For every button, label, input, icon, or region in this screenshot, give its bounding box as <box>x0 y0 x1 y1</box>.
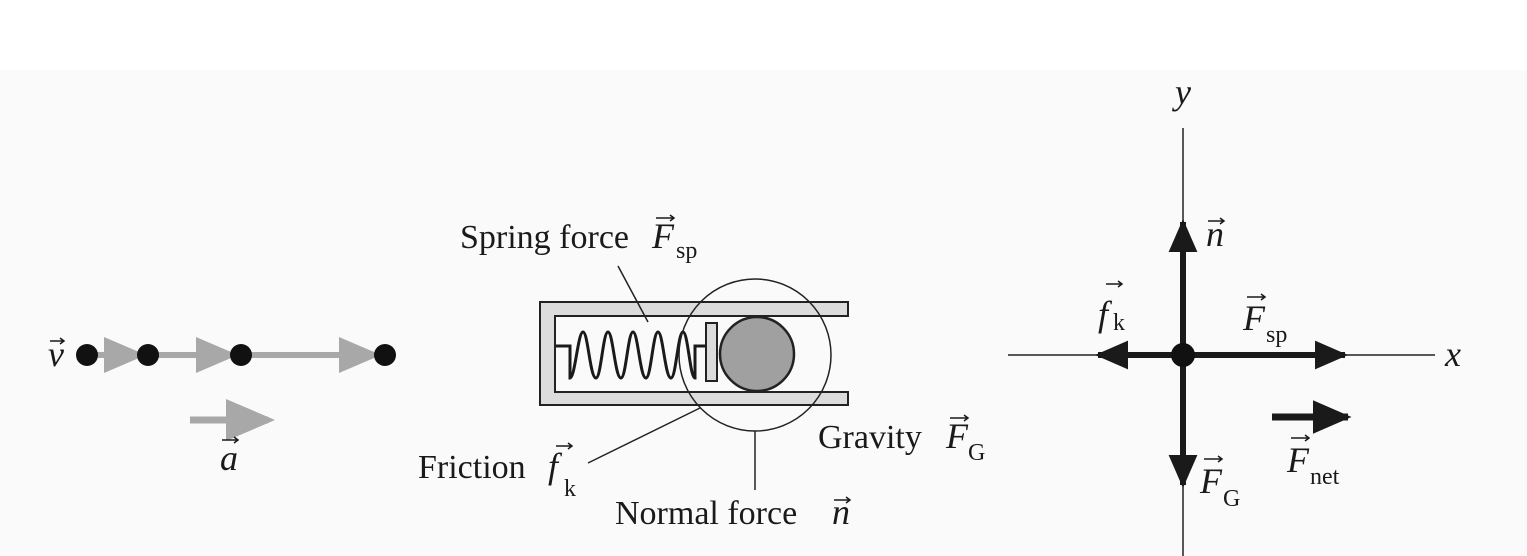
normal-force-symbol: n <box>832 492 850 532</box>
fbd-net-symbol: F <box>1286 440 1310 480</box>
gravity-label: Gravity <box>818 419 922 456</box>
free-body-diagram: y x n f k F sp F G F net <box>1008 72 1461 556</box>
fbd-spring-symbol: F <box>1242 298 1266 338</box>
normal-force-label: Normal force <box>615 495 797 532</box>
vector-arrow-icon <box>834 496 852 504</box>
vector-arrow-icon <box>556 442 574 450</box>
friction-subscript: k <box>564 476 576 502</box>
motion-diagram: v a <box>48 334 396 478</box>
position-dot <box>230 344 252 366</box>
gravity-subscript: G <box>968 440 985 466</box>
ball <box>718 315 796 393</box>
vector-arrow-icon <box>50 337 66 345</box>
fbd-net-subscript: net <box>1310 464 1340 490</box>
vector-arrow-icon <box>950 414 970 422</box>
fbd-spring-subscript: sp <box>1266 322 1287 348</box>
spring-setup: Spring force F sp Friction f k Normal fo… <box>418 214 985 532</box>
x-axis-label: x <box>1444 334 1461 374</box>
leader-line <box>587 407 701 464</box>
gravity-symbol: F <box>945 416 969 456</box>
spring-force-symbol: F <box>651 216 675 256</box>
fbd-gravity-symbol: F <box>1199 461 1223 501</box>
vector-arrow-icon <box>656 214 676 222</box>
spring-force-label: Spring force <box>460 219 629 256</box>
y-axis-label: y <box>1172 72 1191 112</box>
fbd-friction-symbol: f <box>1098 294 1113 334</box>
fbd-normal-symbol: n <box>1206 214 1224 254</box>
spring <box>556 330 706 380</box>
fbd-friction-subscript: k <box>1113 310 1125 336</box>
particle-dot <box>1171 343 1195 367</box>
vector-arrow-icon <box>1208 217 1226 225</box>
fbd-gravity-subscript: G <box>1223 486 1240 512</box>
vector-arrow-icon <box>1204 455 1224 463</box>
vector-arrow-icon <box>1291 434 1311 442</box>
vector-arrow-icon <box>1106 280 1124 288</box>
vector-arrow-icon <box>1247 293 1267 301</box>
position-dot <box>374 344 396 366</box>
vector-arrow-icon <box>222 436 240 444</box>
leader-line <box>617 265 649 323</box>
acceleration-label: a <box>220 438 238 478</box>
position-dot <box>76 344 98 366</box>
position-dot <box>137 344 159 366</box>
friction-symbol: f <box>548 446 563 486</box>
spring-plate <box>705 322 718 382</box>
friction-label: Friction <box>418 449 526 486</box>
spring-force-subscript: sp <box>676 238 697 264</box>
